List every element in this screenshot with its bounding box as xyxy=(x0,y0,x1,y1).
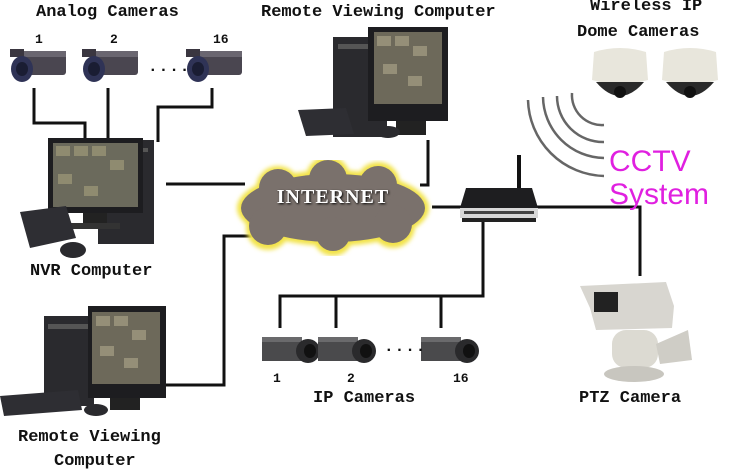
analog-camera-number: 2 xyxy=(110,32,118,47)
label-nvr-computer: NVR Computer xyxy=(30,262,153,281)
ip-ellipsis: .... xyxy=(384,338,427,356)
wire-remote-top-internet xyxy=(420,140,430,187)
dome-camera-1 xyxy=(592,48,648,98)
ip-camera-icon xyxy=(318,337,376,363)
analog-camera-icon xyxy=(10,49,66,82)
dome-camera-2 xyxy=(662,48,718,98)
label-cctv-line1: CCTV xyxy=(609,145,691,178)
label-cctv-line2: System xyxy=(609,178,710,211)
wire-analog-1 xyxy=(32,88,87,142)
label-wireless-line1: Wireless IP xyxy=(590,0,703,16)
internet-label: INTERNET xyxy=(276,186,390,208)
ip-camera-number: 1 xyxy=(273,371,281,386)
label-remote-viewing-top: Remote Viewing Computer xyxy=(261,3,496,22)
label-ip-cameras: IP Cameras xyxy=(313,389,416,408)
internet-cloud-icon xyxy=(237,160,429,256)
nvr-computer-icon xyxy=(20,138,154,258)
ip-camera-number: 2 xyxy=(347,371,355,386)
ip-camera-number: 16 xyxy=(453,371,469,386)
ptz-camera-icon xyxy=(580,282,692,382)
label-ptz-camera: PTZ Camera xyxy=(579,389,682,408)
wire-remote-bottom-internet xyxy=(165,234,254,387)
analog-camera-icon xyxy=(82,49,138,82)
label-remote-bottom-line2: Computer xyxy=(54,452,136,471)
ip-camera-icon xyxy=(421,337,479,363)
remote-viewing-computer-top-icon xyxy=(298,27,448,138)
wire-router-ptz xyxy=(536,205,642,276)
label-wireless-line2: Dome Cameras xyxy=(577,23,700,42)
label-remote-bottom-line1: Remote Viewing xyxy=(18,428,161,447)
analog-camera-icon xyxy=(186,49,242,82)
analog-camera-number: 16 xyxy=(213,32,229,47)
analog-ellipsis: .... xyxy=(148,58,191,76)
wireless-dome-cameras-icon xyxy=(592,48,718,98)
wire-analog-16 xyxy=(156,88,214,142)
analog-camera-number: 1 xyxy=(35,32,43,47)
remote-viewing-computer-bottom-icon xyxy=(0,306,166,416)
ip-camera-icon xyxy=(262,337,320,363)
label-analog-cameras: Analog Cameras xyxy=(36,3,179,22)
router-icon xyxy=(460,188,538,222)
wire-router-ipcams xyxy=(278,222,485,328)
wireless-signal-icon xyxy=(526,92,605,178)
